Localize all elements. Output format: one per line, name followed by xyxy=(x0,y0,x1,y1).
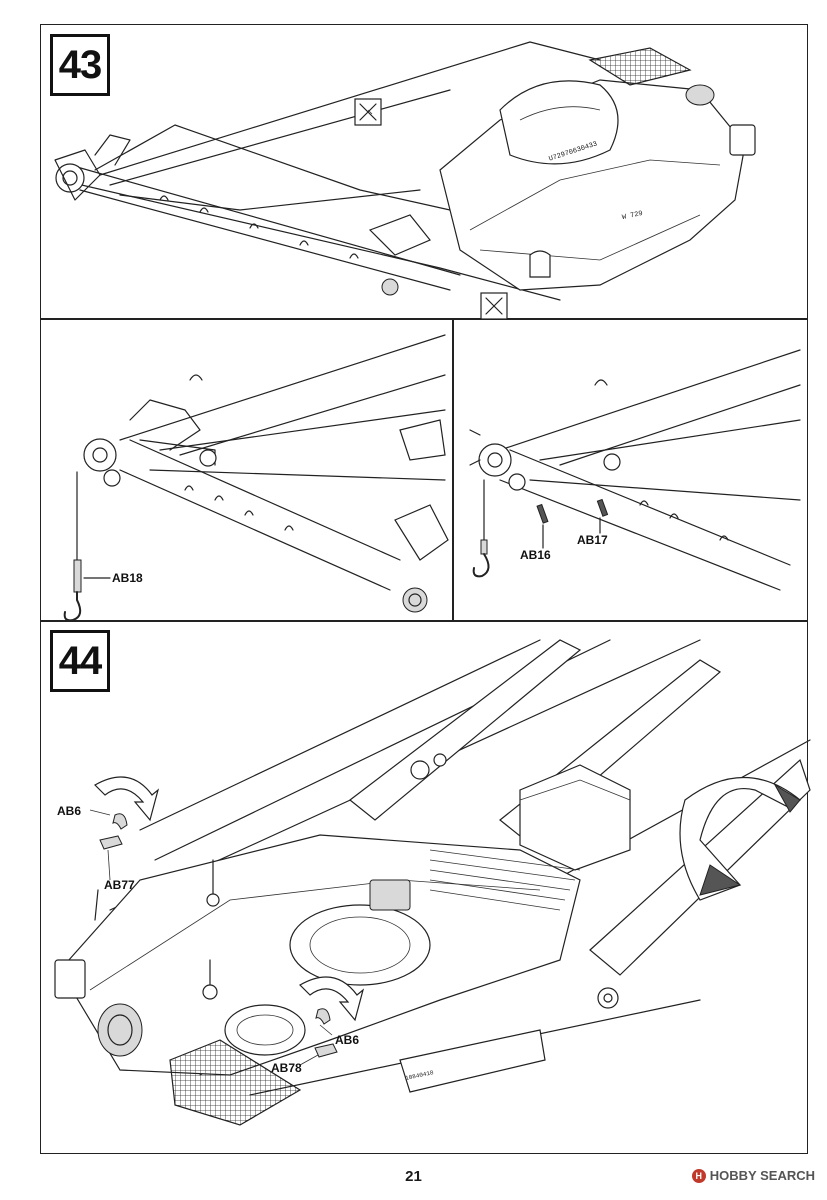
rotate-arrow-icon xyxy=(94,776,160,822)
step-44-main-view xyxy=(54,639,811,1126)
step-43-divider xyxy=(40,318,808,320)
no-glue-icon xyxy=(480,292,508,320)
part-label-ab18: AB18 xyxy=(112,571,143,585)
page-frame xyxy=(40,24,808,1154)
step-43-detail-right xyxy=(469,349,801,591)
part-label-ab6-top: AB6 xyxy=(57,804,82,818)
part-label-ab77: AB77 xyxy=(104,878,135,892)
part-label-ab78: AB78 xyxy=(271,1061,302,1075)
step-44-divider xyxy=(40,620,808,622)
page-number: 21 xyxy=(405,1168,422,1185)
step-43-main-view xyxy=(54,41,756,301)
watermark-text: HOBBY SEARCH xyxy=(709,1168,815,1183)
step-number-44: 44 xyxy=(50,630,110,692)
rotate-arrow-icon xyxy=(299,976,365,1022)
hobby-search-logo-icon: H xyxy=(691,1168,706,1183)
part-label-ab6-mid: AB6 xyxy=(335,1033,360,1047)
part-label-ab17: AB17 xyxy=(577,533,608,547)
part-label-ab16: AB16 xyxy=(520,548,551,562)
step-43-detail-left xyxy=(63,334,449,622)
watermark: H HOBBY SEARCH xyxy=(691,1168,815,1183)
rotate-arrow-icon xyxy=(679,776,801,901)
no-glue-icon xyxy=(354,98,382,126)
detail-divider xyxy=(452,318,454,620)
step-number-43: 43 xyxy=(50,34,110,96)
